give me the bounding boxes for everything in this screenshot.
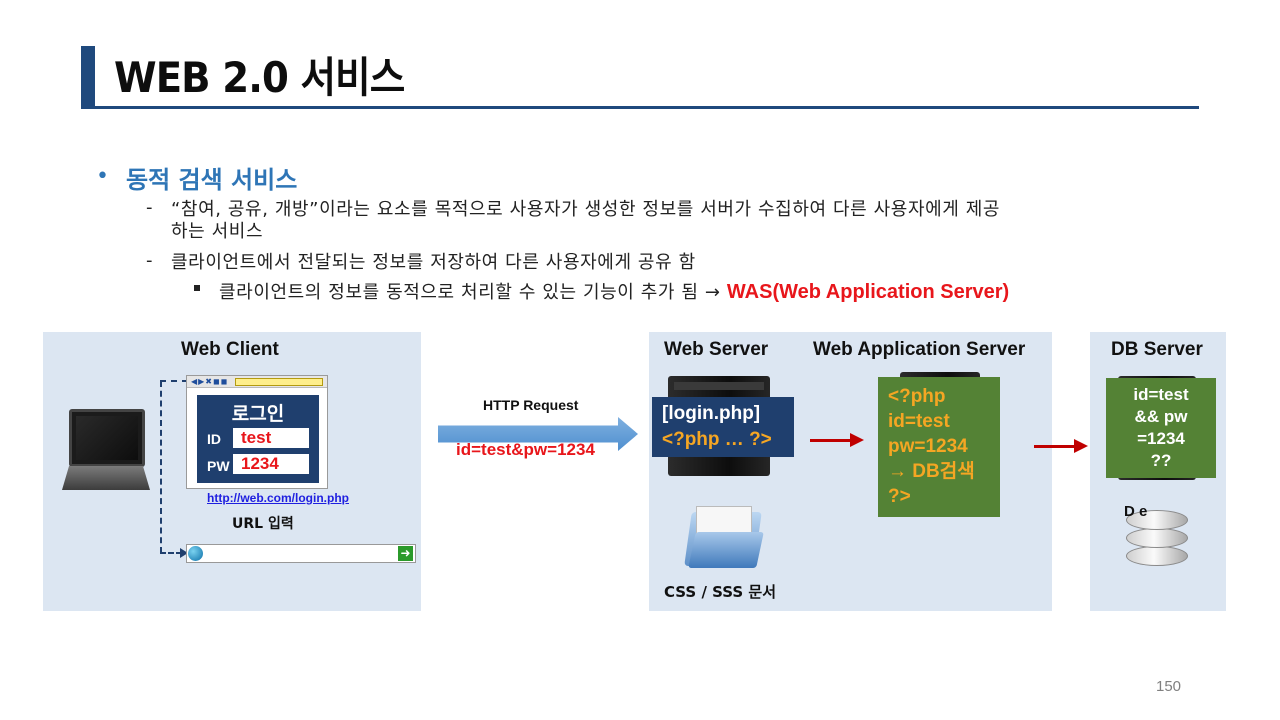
- title-accent-bar: [81, 46, 95, 108]
- pw-label: PW: [207, 458, 230, 474]
- id-field: test: [233, 428, 309, 448]
- php-line: <?php: [888, 384, 990, 409]
- go-arrow-icon: ➜: [398, 546, 413, 561]
- db-line: ??: [1112, 450, 1210, 472]
- bullet-2: 클라이언트에서 전달되는 정보를 저장하여 다른 사용자에게 공유 함: [171, 248, 696, 274]
- section-heading: 동적 검색 서비스: [126, 160, 297, 195]
- code-filename: [login.php]: [662, 401, 784, 427]
- pw-field: 1234: [233, 454, 309, 474]
- bullet-3: 클라이언트의 정보를 동적으로 처리할 수 있는 기능이 추가 됨 → WAS(…: [219, 278, 1009, 304]
- db-line: =1234: [1112, 428, 1210, 450]
- web-client-title: Web Client: [181, 339, 279, 361]
- bullet-dot-icon: •: [96, 164, 109, 189]
- web-server-title: Web Server: [664, 339, 768, 361]
- square-bullet-icon: [194, 285, 200, 291]
- db-server-title: DB Server: [1111, 339, 1203, 361]
- arrow-to-db-head-icon: [1074, 439, 1088, 453]
- connector-dashed-line: [160, 381, 162, 553]
- arrow-to-was: [810, 439, 852, 442]
- folder-front-icon: [688, 532, 764, 568]
- db-line: && pw: [1112, 406, 1210, 428]
- http-request-label: HTTP Request: [483, 397, 578, 413]
- was-php-box: <?php id=test pw=1234 → DB검색 ?>: [878, 377, 1000, 517]
- connector-dashed-line: [160, 380, 188, 382]
- bullet-1-line-2: 하는 서비스: [171, 217, 263, 243]
- request-params: id=test&pw=1234: [456, 440, 595, 460]
- login-url-link: http://web.com/login.php: [207, 491, 349, 505]
- connector-dashed-line: [160, 552, 182, 554]
- laptop-base-icon: [62, 466, 150, 490]
- db-query-box: id=test && pw =1234 ??: [1106, 378, 1216, 478]
- browser-url-bar: [235, 378, 323, 386]
- laptop-icon: [69, 409, 145, 467]
- bullet-3-text: 클라이언트의 정보를 동적으로 처리할 수 있는 기능이 추가 됨 →: [219, 282, 727, 303]
- arrow-to-db: [1034, 445, 1076, 448]
- dash-marker: -: [146, 250, 153, 271]
- globe-icon: [188, 546, 203, 561]
- db-line: id=test: [1112, 384, 1210, 406]
- login-form: 로그인 ID test PW 1234: [197, 395, 319, 483]
- url-input-caption: URL 입력: [232, 513, 294, 533]
- arrow-to-was-head-icon: [850, 433, 864, 447]
- id-label: ID: [207, 431, 221, 447]
- dash-marker: -: [146, 197, 153, 218]
- login-php-box: [login.php] <?php … ?>: [652, 397, 794, 457]
- database-label: D e: [1124, 503, 1147, 520]
- slide-title: WEB 2.0 서비스: [114, 50, 404, 106]
- php-line: → DB검색: [888, 459, 990, 484]
- title-underline: [81, 106, 1199, 109]
- bullet-1-line-1: “참여, 공유, 개방”이라는 요소를 목적으로 사용자가 생성한 정보를 서버…: [171, 195, 1000, 221]
- php-line: ?>: [888, 484, 990, 509]
- page-number: 150: [1156, 678, 1181, 695]
- was-title: Web Application Server: [813, 339, 1025, 361]
- login-title: 로그인: [197, 399, 319, 426]
- address-bar: [186, 544, 416, 563]
- css-sss-caption: CSS / SSS 문서: [664, 581, 776, 602]
- bullet-3-highlight: WAS(Web Application Server): [727, 281, 1009, 303]
- browser-nav-icons: ◀▶✖◼◼: [191, 378, 228, 386]
- code-snippet: <?php … ?>: [662, 427, 784, 453]
- browser-toolbar: ◀▶✖◼◼: [187, 376, 327, 388]
- php-line: id=test: [888, 409, 990, 434]
- php-line: pw=1234: [888, 434, 990, 459]
